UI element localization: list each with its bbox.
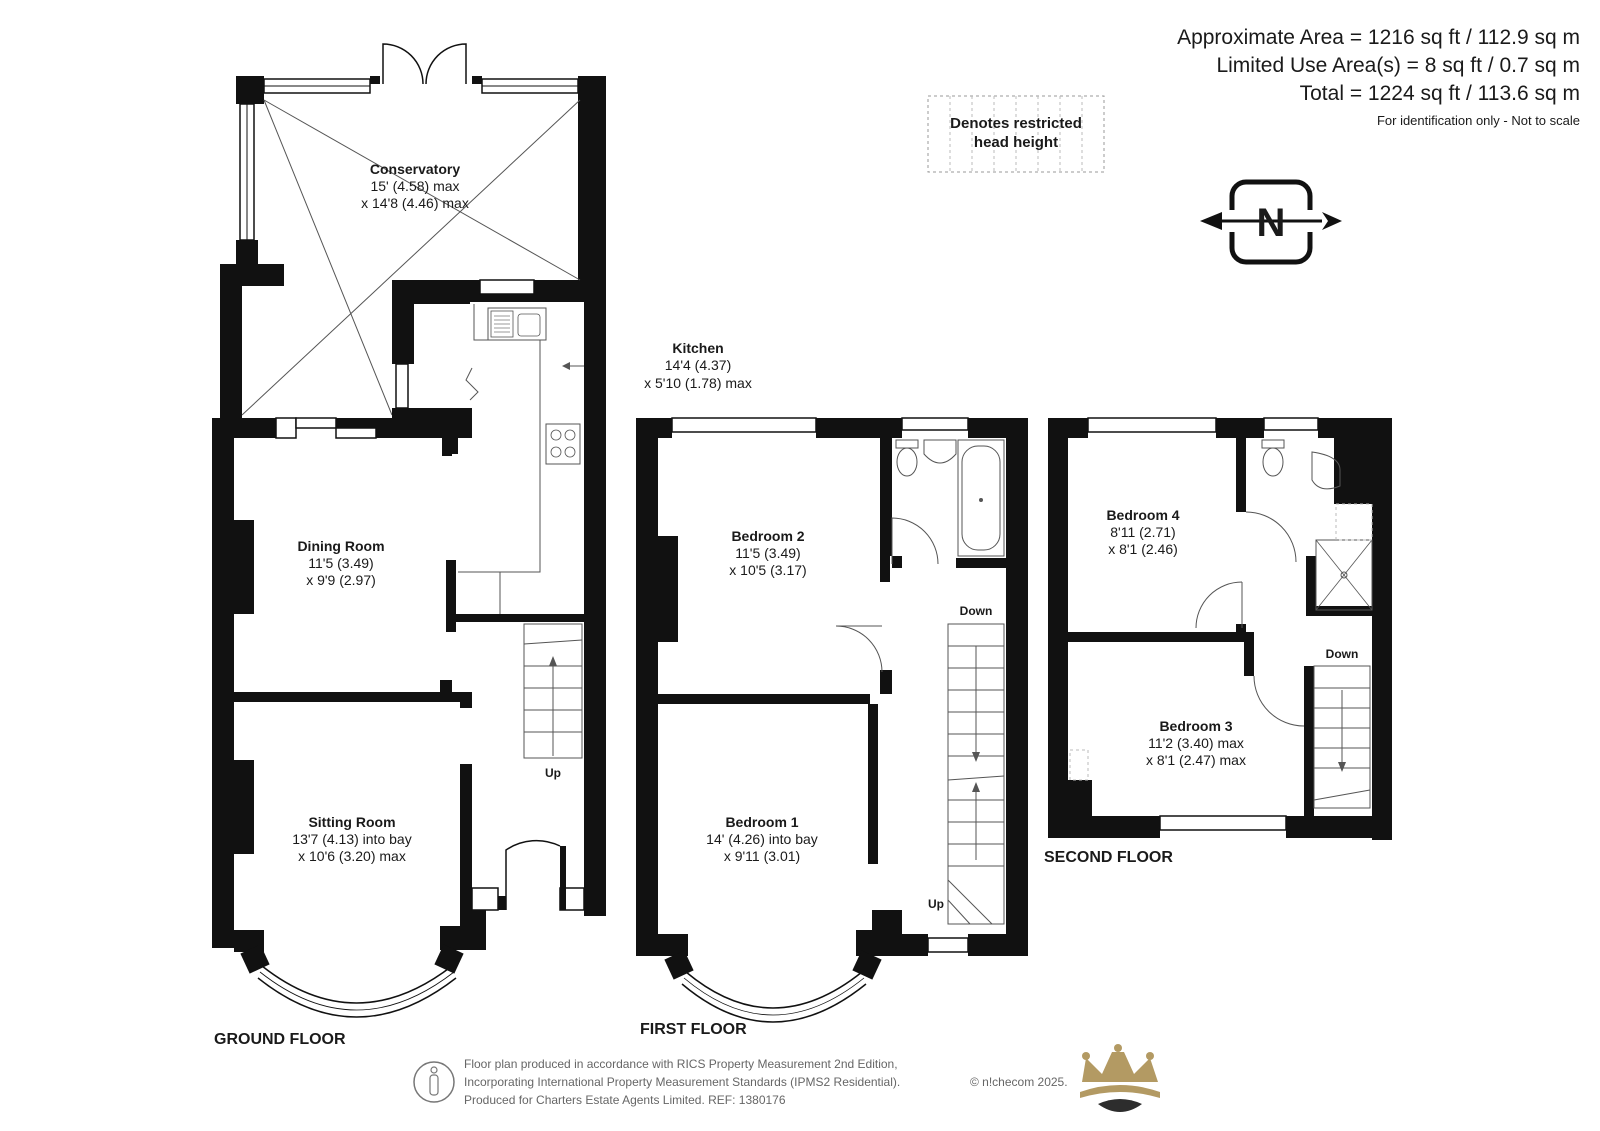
second-floor-plan [1048,417,1392,840]
footer: Floor plan produced in accordance with R… [413,1044,1160,1112]
ground-stairs-up-label: Up [545,766,561,780]
kitchen-name: Kitchen [672,340,723,356]
scale-note: For identification only - Not to scale [1377,113,1580,128]
sitting-room-name: Sitting Room [308,814,395,830]
footer-line-3: Produced for Charters Estate Agents Limi… [464,1093,786,1107]
first-floor-label: FIRST FLOOR [640,1021,747,1038]
bedroom-2-name: Bedroom 2 [731,528,804,544]
dining-room-label: Dining Room 11'5 (3.49) x 9'9 (2.97) [297,538,384,588]
second-stairs-down-label: Down [1326,647,1359,661]
sitting-room-label: Sitting Room 13'7 (4.13) into bay x 10'6… [292,814,411,864]
bedroom-3-dim2: x 8'1 (2.47) max [1146,752,1246,768]
area-total: Total = 1224 sq ft / 113.6 sq m [1300,82,1580,105]
bedroom-1-label: Bedroom 1 14' (4.26) into bay x 9'11 (3.… [706,814,818,864]
ground-floor-label: GROUND FLOOR [214,1031,346,1048]
person-icon [413,1061,455,1103]
area-limited-use: Limited Use Area(s) = 8 sq ft / 0.7 sq m [1216,54,1580,77]
conservatory-dim2: x 14'8 (4.46) max [361,195,469,211]
sitting-room-dim1: 13'7 (4.13) into bay [292,831,411,847]
legend-line-2: head height [974,134,1058,151]
bedroom-4-name: Bedroom 4 [1106,507,1179,523]
kitchen-label: Kitchen 14'4 (4.37) x 5'10 (1.78) max [644,340,752,391]
conservatory-dim1: 15' (4.58) max [370,178,459,194]
kitchen-dim1: 14'4 (4.37) [665,357,732,373]
crown-logo-icon [1080,1044,1160,1112]
bedroom-2-dim1: 11'5 (3.49) [735,545,800,561]
bedroom-1-dim2: x 9'11 (3.01) [724,848,800,864]
bedroom-3-name: Bedroom 3 [1159,718,1232,734]
conservatory-label: Conservatory 15' (4.58) max x 14'8 (4.46… [361,161,469,211]
legend-line-1: Denotes restricted [950,115,1082,132]
bedroom-3-dim1: 11'2 (3.40) max [1148,735,1244,751]
bedroom-3-label: Bedroom 3 11'2 (3.40) max x 8'1 (2.47) m… [1146,718,1246,768]
bedroom-1-name: Bedroom 1 [725,814,798,830]
bedroom-4-label: Bedroom 4 8'11 (2.71) x 8'1 (2.46) [1106,507,1179,557]
dining-room-dim1: 11'5 (3.49) [308,555,373,571]
area-approximate: Approximate Area = 1216 sq ft / 112.9 sq… [1177,26,1580,49]
north-compass-icon: N [1200,179,1342,265]
footer-copyright: © n!checom 2025. [970,1075,1068,1089]
second-floor-label: SECOND FLOOR [1044,849,1173,866]
dining-room-name: Dining Room [297,538,384,554]
footer-line-2: Incorporating International Property Mea… [464,1075,900,1089]
first-stairs-up-label: Up [928,897,944,911]
bedroom-2-dim2: x 10'5 (3.17) [729,562,806,578]
dining-room-dim2: x 9'9 (2.97) [306,572,376,588]
bedroom-4-dim2: x 8'1 (2.46) [1108,541,1178,557]
footer-line-1: Floor plan produced in accordance with R… [464,1057,898,1071]
bedroom-4-dim1: 8'11 (2.71) [1110,524,1175,540]
conservatory-name: Conservatory [370,161,460,177]
restricted-height-legend: Denotes restricted head height [927,95,1105,173]
first-stairs-down-label: Down [960,604,993,618]
kitchen-dim2: x 5'10 (1.78) max [644,375,752,391]
bedroom-1-dim1: 14' (4.26) into bay [706,831,818,847]
sitting-room-dim2: x 10'6 (3.20) max [298,848,406,864]
first-floor-plan [636,417,1028,1023]
area-summary: Approximate Area = 1216 sq ft / 112.9 sq… [1177,26,1580,128]
compass-letter: N [1257,201,1286,245]
bedroom-2-label: Bedroom 2 11'5 (3.49) x 10'5 (3.17) [729,528,806,578]
ground-floor-plan [212,43,606,1018]
